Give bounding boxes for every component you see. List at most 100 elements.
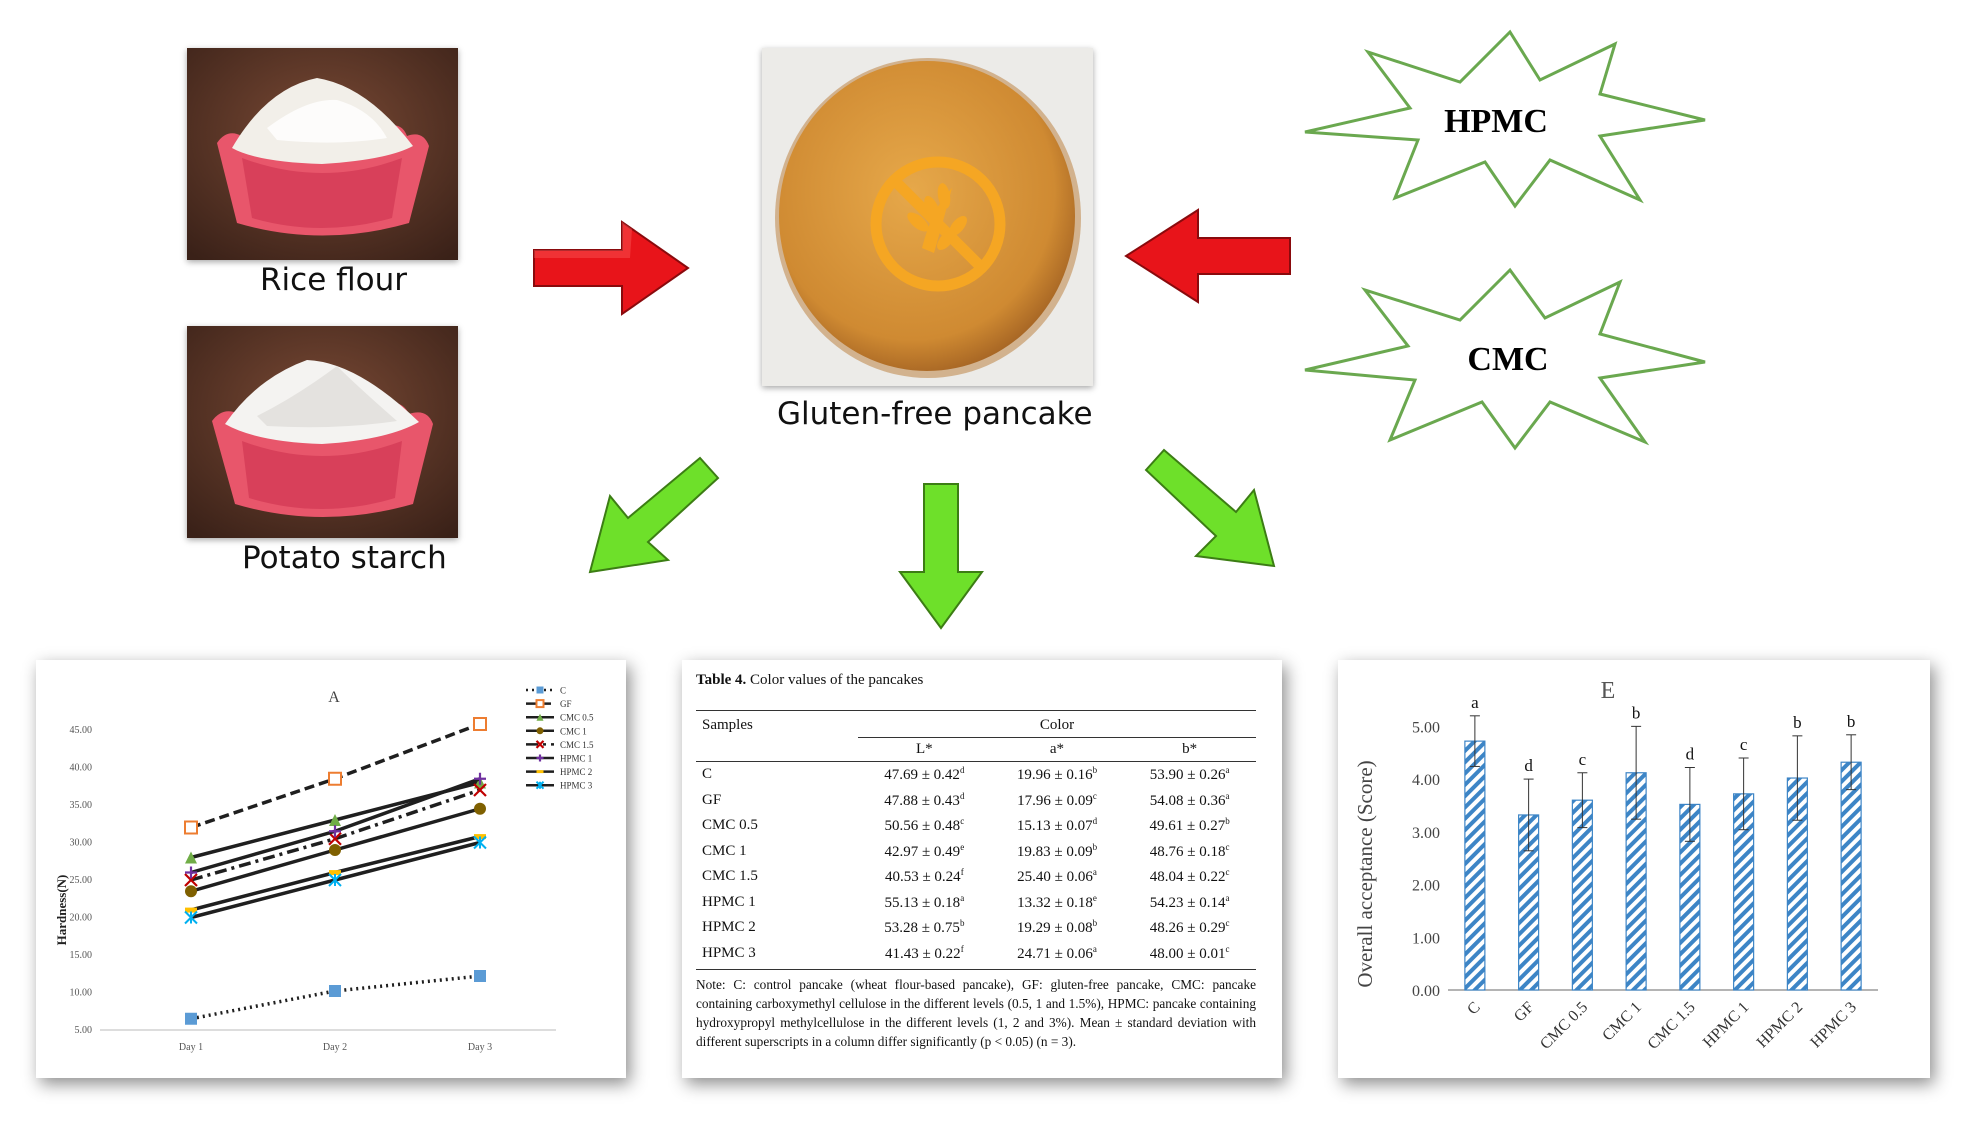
y-tick-label: 40.00: [70, 763, 93, 774]
y-tick-label: 1.00: [1412, 930, 1440, 947]
potato-starch-label: Potato starch: [242, 540, 447, 576]
value-cell: 47.69 ± 0.42d: [884, 765, 965, 784]
sample-cell: HPMC 3: [696, 940, 858, 970]
table-title: Table 4. Color values of the pancakes: [696, 672, 923, 689]
data-point: [329, 814, 341, 826]
sample-cell: GF: [702, 791, 722, 808]
data-point: [536, 754, 544, 762]
data-point: [184, 910, 198, 925]
rice-flour-photo: [187, 48, 458, 260]
data-point: [535, 780, 545, 790]
data-point: [329, 825, 341, 838]
hardness-line-chart: A Hardness(N) 5.0010.0015.0020.0025.0030…: [54, 686, 594, 1054]
arrow-down-green: [898, 483, 984, 630]
hardness-chart-title: A: [328, 689, 340, 706]
table-title-number: Table 4.: [696, 672, 747, 688]
data-point: [328, 831, 342, 846]
cmc-starburst: CMC: [1304, 267, 1706, 451]
value-cell: 19.83 ± 0.09b: [1016, 841, 1098, 860]
value-cell: 13.32 ± 0.18e: [1017, 892, 1097, 911]
data-point: [329, 844, 341, 856]
value-cell: 53.28 ± 0.75b: [884, 918, 965, 937]
series-line: [190, 974, 481, 1021]
data-point: [185, 1012, 197, 1025]
x-tick-label: HPMC 2: [1754, 999, 1807, 1052]
data-point: [473, 835, 487, 850]
value-cell: 15.13 ± 0.07d: [1016, 816, 1098, 835]
legend-label: C: [560, 686, 566, 696]
value-cell: 48.26 ± 0.29c: [1149, 918, 1230, 937]
value-cell: 48.76 ± 0.18c: [1149, 841, 1230, 860]
data-point: [535, 699, 545, 709]
acceptance-y-axis-label: Overall acceptance (Score): [1353, 760, 1377, 987]
data-point: [536, 727, 544, 735]
data-point: [185, 851, 197, 864]
x-tick-label: Day 3: [468, 1042, 492, 1053]
y-tick-label: 3.00: [1412, 825, 1440, 842]
value-cell: 49.61 ± 0.27b: [1149, 816, 1230, 835]
value-cell: 54.08 ± 0.36a: [1149, 790, 1230, 809]
y-tick-label: 2.00: [1412, 878, 1440, 895]
value-cell: 41.43 ± 0.22f: [858, 940, 991, 970]
table-note: Note: C: control pancake (wheat flour-ba…: [696, 977, 1256, 1049]
value-cell: 48.04 ± 0.22c: [1149, 867, 1230, 886]
legend-label: HPMC 2: [560, 767, 592, 777]
significance-letter: b: [1793, 713, 1802, 732]
data-point: [474, 970, 486, 982]
value-cell: 19.96 ± 0.16b: [1016, 765, 1098, 784]
data-point: [184, 873, 198, 887]
value-cell: 47.88 ± 0.43d: [884, 790, 965, 809]
data-point: [328, 771, 342, 786]
data-point: [185, 866, 197, 879]
significance-letter: b: [1847, 712, 1856, 731]
x-tick-label: Day 1: [179, 1042, 203, 1053]
x-tick-label: CMC 1: [1599, 999, 1645, 1045]
significance-letter: d: [1686, 744, 1695, 763]
legend-label: HPMC 3: [560, 781, 593, 791]
data-point: [473, 717, 487, 731]
arrow-left-red: [1124, 208, 1291, 304]
y-tick-label: 10.00: [70, 988, 93, 999]
data-point: [185, 885, 197, 898]
value-cell: 42.97 ± 0.49e: [884, 841, 965, 860]
value-cell: 50.56 ± 0.48c: [884, 816, 965, 835]
significance-letter: b: [1632, 703, 1641, 722]
data-point: [474, 802, 486, 815]
value-cell: 19.29 ± 0.08b: [1016, 918, 1098, 937]
cmc-label: CMC: [1467, 341, 1548, 378]
hardness-y-axis-label: Hardness(N): [54, 875, 69, 946]
data-point: [536, 686, 544, 694]
y-tick-label: 4.00: [1412, 772, 1440, 789]
legend-label: CMC 1.5: [560, 740, 594, 750]
data-point: [185, 907, 197, 913]
data-point: [535, 740, 545, 749]
table-title-text: Color values of the pancakes: [746, 672, 924, 688]
x-tick-label: CMC 0.5: [1537, 999, 1591, 1053]
value-cell: 25.40 ± 0.06a: [1017, 867, 1097, 886]
significance-letter: c: [1740, 735, 1748, 754]
gluten-free-pancake-photo: [762, 48, 1093, 386]
y-tick-label: 30.00: [70, 838, 93, 849]
legend-label: HPMC 1: [560, 754, 592, 764]
y-tick-label: 5.00: [75, 1025, 93, 1036]
significance-letter: a: [1471, 693, 1479, 712]
column-header-a: a*: [990, 737, 1124, 762]
arrow-right-red: [533, 220, 690, 316]
hpmc-label: HPMC: [1444, 103, 1548, 140]
gluten-free-pancake-label: Gluten-free pancake: [777, 396, 1093, 432]
y-tick-label: 20.00: [70, 913, 93, 924]
value-cell: 55.13 ± 0.18a: [884, 892, 965, 911]
data-point: [474, 772, 486, 785]
data-point: [536, 713, 544, 721]
rice-flour-label: Rice flour: [260, 262, 408, 298]
potato-starch-photo: [187, 326, 458, 538]
x-tick-label: GF: [1511, 999, 1538, 1026]
y-tick-label: 0.00: [1412, 983, 1440, 1000]
